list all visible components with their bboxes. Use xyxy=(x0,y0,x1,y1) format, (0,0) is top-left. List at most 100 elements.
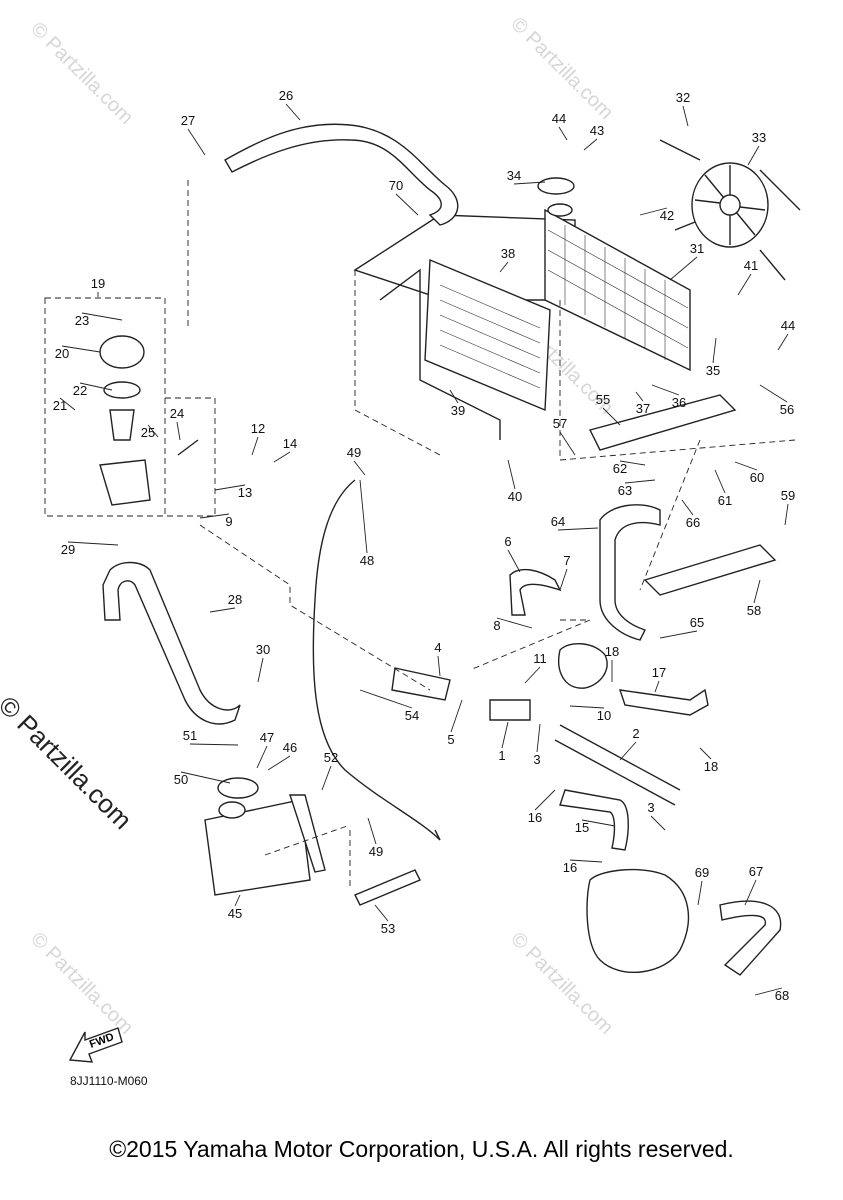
callout-leader-27 xyxy=(187,128,206,156)
band-53 xyxy=(354,869,421,906)
callout-26: 26 xyxy=(279,88,293,103)
callout-leader-49 xyxy=(353,460,366,476)
callout-70: 70 xyxy=(389,178,403,193)
callout-leader-62 xyxy=(619,460,646,466)
callout-61: 61 xyxy=(718,493,732,508)
callout-leader-50 xyxy=(180,771,231,784)
water-pump xyxy=(586,868,690,973)
callout-leader-53 xyxy=(374,904,389,922)
callout-leader-43 xyxy=(583,138,598,151)
callout-leader-59 xyxy=(784,503,789,526)
callout-leader-15 xyxy=(581,819,616,827)
callout-leader-16 xyxy=(534,789,556,811)
callout-49: 49 xyxy=(347,445,361,460)
callout-leader-44 xyxy=(777,333,789,351)
fan-blades xyxy=(694,165,766,245)
radiator-core xyxy=(544,208,691,372)
watermark: © Partzilla.com xyxy=(506,13,617,124)
watermark: © Partzilla.com xyxy=(26,928,137,1039)
callout-leader-30 xyxy=(257,657,264,683)
callout-62: 62 xyxy=(613,461,627,476)
callout-53: 53 xyxy=(381,921,395,936)
callout-4: 4 xyxy=(434,640,441,655)
callout-39: 39 xyxy=(451,403,465,418)
callout-leader-34 xyxy=(513,181,546,185)
callout-3: 3 xyxy=(533,752,540,767)
callout-leader-52 xyxy=(321,765,332,791)
callout-49: 49 xyxy=(369,844,383,859)
callout-32: 32 xyxy=(676,90,690,105)
watermark-group: © Partzilla.com © Partzilla.com © Partzi… xyxy=(26,13,617,1039)
radiator-cap xyxy=(537,177,575,195)
fwd-arrow: FWD xyxy=(68,1027,123,1063)
callout-leader-3 xyxy=(536,723,541,753)
breather-hose xyxy=(312,479,441,841)
callout-1: 1 xyxy=(498,748,505,763)
callout-leader-61 xyxy=(714,469,726,494)
reservoir-tank xyxy=(204,799,311,896)
radiator-assembly xyxy=(353,177,691,440)
hose-15 xyxy=(559,789,629,851)
callout-22: 22 xyxy=(73,383,87,398)
callout-leader-24 xyxy=(176,421,181,441)
callout-34: 34 xyxy=(507,168,521,183)
callout-leader-12 xyxy=(251,436,259,456)
callout-59: 59 xyxy=(781,488,795,503)
callout-leader-8 xyxy=(496,617,533,629)
filler-neck xyxy=(547,203,573,217)
callout-66: 66 xyxy=(686,515,700,530)
callout-leader-11 xyxy=(524,666,541,684)
callout-leader-57 xyxy=(559,431,576,456)
callout-leader-18 xyxy=(699,747,712,760)
temp-sensor xyxy=(177,439,199,456)
fan-housing xyxy=(691,162,769,248)
callout-69: 69 xyxy=(695,865,709,880)
hose-4 xyxy=(391,667,451,701)
callout-6: 6 xyxy=(504,534,511,549)
callout-37: 37 xyxy=(636,401,650,416)
callout-leader-42 xyxy=(639,207,668,216)
shroud-louvers xyxy=(439,284,541,389)
callout-leader-2 xyxy=(619,741,637,761)
callout-leader-23 xyxy=(81,312,123,321)
callout-leader-40 xyxy=(507,459,516,490)
reservoir-neck xyxy=(218,801,246,819)
callout-31: 31 xyxy=(690,241,704,256)
callout-44: 44 xyxy=(552,111,566,126)
callout-leaders xyxy=(59,103,789,996)
callout-52: 52 xyxy=(324,750,338,765)
thermostat-housing xyxy=(99,459,151,506)
thermostat-group xyxy=(44,297,216,517)
callout-44: 44 xyxy=(781,318,795,333)
callout-58: 58 xyxy=(747,603,761,618)
callout-leader-4 xyxy=(437,655,441,677)
callout-leader-39 xyxy=(449,389,459,404)
callout-16: 16 xyxy=(563,860,577,875)
callout-65: 65 xyxy=(690,615,704,630)
callout-leader-1 xyxy=(501,721,509,749)
callout-leader-28 xyxy=(209,607,236,613)
callout-24: 24 xyxy=(170,406,184,421)
reservoir-group xyxy=(204,777,311,896)
assembly-line xyxy=(354,270,796,671)
callout-leader-51 xyxy=(189,743,239,746)
thermostat-kit-box xyxy=(44,297,166,517)
callout-leader-10 xyxy=(569,705,605,709)
hose-58 xyxy=(643,544,777,596)
callout-leader-58 xyxy=(753,579,761,604)
callout-leader-38 xyxy=(499,261,509,273)
callout-47: 47 xyxy=(260,730,274,745)
callout-leader-17 xyxy=(654,680,660,693)
callout-leader-41 xyxy=(737,273,752,296)
callout-leader-55 xyxy=(602,407,621,426)
callout-leader-14 xyxy=(273,451,291,463)
callout-leader-29 xyxy=(67,541,119,546)
callout-3: 3 xyxy=(647,800,654,815)
callout-41: 41 xyxy=(744,258,758,273)
radiator-shroud xyxy=(424,258,551,412)
callout-30: 30 xyxy=(256,642,270,657)
callout-leader-46 xyxy=(267,755,291,771)
callout-35: 35 xyxy=(706,363,720,378)
callout-33: 33 xyxy=(752,130,766,145)
pipe-1 xyxy=(489,699,531,721)
